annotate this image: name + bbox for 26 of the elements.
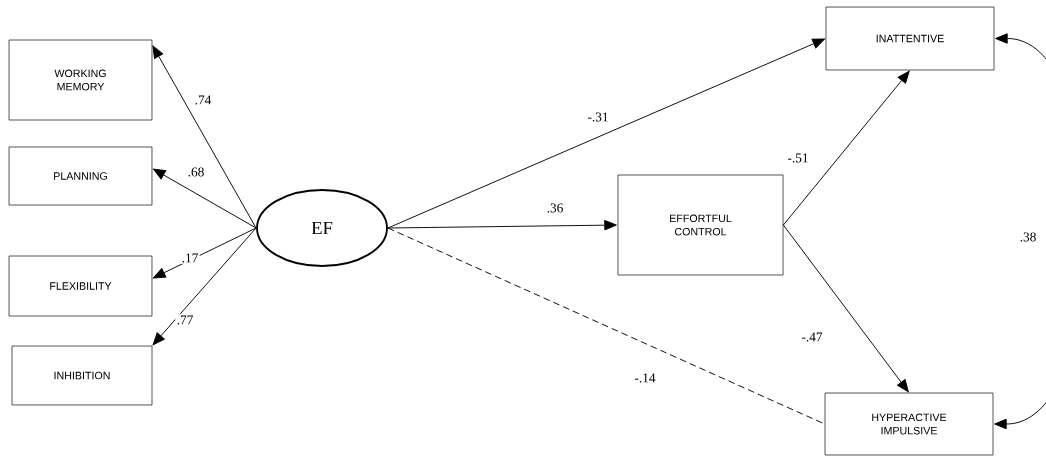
edge-label: .17 [180, 252, 200, 264]
edge-label: .68 [186, 166, 206, 178]
edge-label: -.47 [800, 331, 824, 343]
edge-label: .38 [1018, 231, 1038, 243]
variable-box: PLANNING [8, 146, 153, 206]
arrow [152, 45, 257, 229]
edge-label: -.51 [786, 152, 810, 164]
variable-box: INATTENTIVE [825, 6, 995, 71]
variable-box: FLEXIBILITY [8, 255, 153, 317]
edge-label: .74 [193, 94, 213, 106]
edge-label: .77 [175, 314, 195, 326]
variable-box: HYPERACTIVE IMPULSIVE [824, 392, 994, 456]
arrow [387, 38, 825, 229]
arrow [994, 33, 1046, 430]
arrow [387, 219, 617, 231]
variable-box: WORKING MEMORY [8, 39, 153, 121]
variable-box: INHIBITION [11, 345, 153, 406]
arrow [782, 70, 910, 226]
arrow [152, 227, 257, 346]
edge-label: .36 [545, 202, 565, 214]
edge-label: -.14 [633, 372, 657, 384]
variable-box: EFFORTFUL CONTROL [617, 174, 784, 276]
edge-label: -.31 [586, 111, 610, 123]
arrow [782, 224, 909, 393]
arrow [152, 168, 257, 229]
arrow [152, 227, 257, 279]
